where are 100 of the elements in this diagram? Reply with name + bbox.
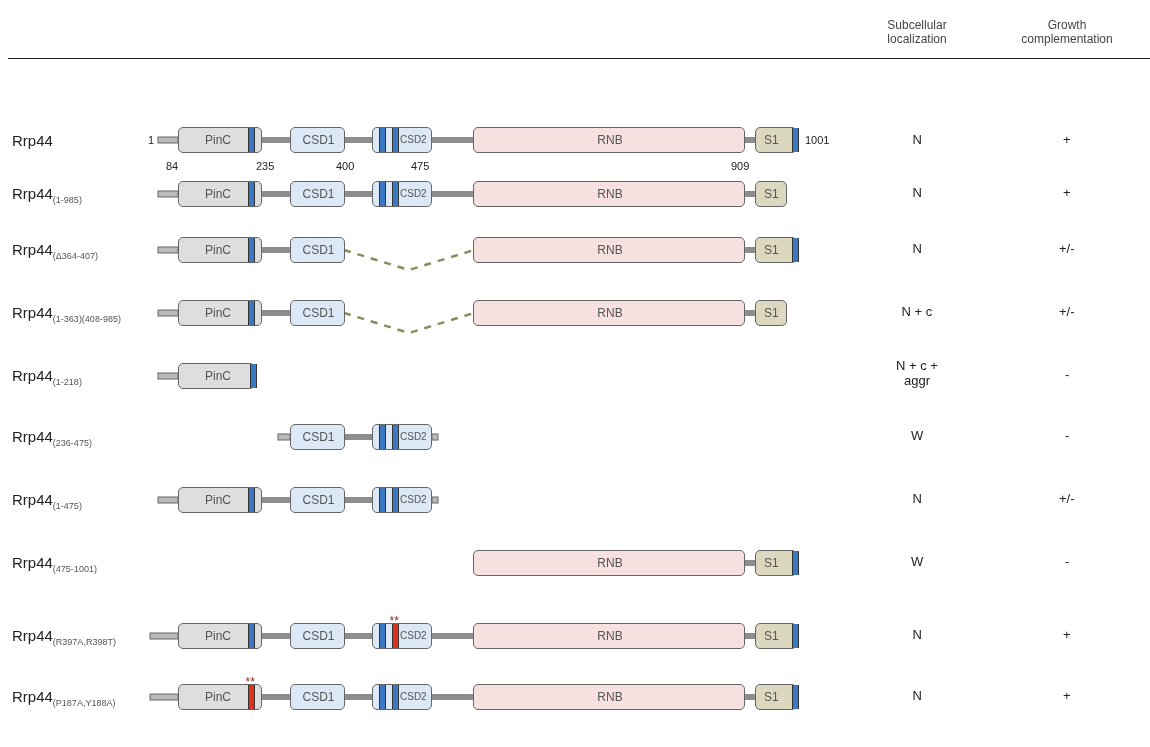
mutation-asterisks: ** [389, 614, 399, 628]
linker-line [261, 310, 291, 316]
table-cell: - [1065, 367, 1070, 382]
domain-label: PinC [205, 133, 231, 147]
domain-box [372, 684, 432, 710]
domain-label: CSD2 [400, 494, 427, 505]
table-cell: N [912, 241, 922, 256]
domain-box [755, 300, 787, 326]
linker-line [344, 434, 373, 440]
table-cell: N [912, 688, 922, 703]
linker-line [261, 247, 291, 253]
linker-line [261, 633, 291, 639]
residue-number: 1 [148, 134, 155, 146]
domain-box [473, 127, 745, 153]
column-header: Growth complementation [1020, 18, 1114, 46]
domain-label: S1 [764, 187, 779, 201]
construct-name: Rrp44$_{(P187A,Y188A)}$ [12, 688, 116, 708]
domain-box [290, 684, 345, 710]
table-cell: +/- [1059, 241, 1075, 256]
domain-label: CSD1 [301, 133, 336, 147]
domain-label: PinC [205, 306, 231, 320]
domain-box [372, 127, 432, 153]
domain-box [473, 181, 745, 207]
domain-label: RNB [596, 243, 624, 257]
domain-box [473, 300, 745, 326]
domain-label: CSD1 [301, 306, 336, 320]
domain-box [290, 181, 345, 207]
domain-box [372, 623, 432, 649]
domain-label: PinC [205, 243, 231, 257]
domain-box [290, 623, 345, 649]
domain-box [178, 487, 262, 513]
linker-line [344, 694, 373, 700]
residue-number: 84 [166, 160, 179, 172]
domain-box [755, 237, 797, 263]
domain-box [290, 487, 345, 513]
residue-number: 235 [256, 160, 275, 172]
domain-box [755, 181, 787, 207]
construct-name: Rrp44 [12, 132, 53, 149]
domain-label: S1 [764, 629, 779, 643]
table-cell: + [1063, 185, 1071, 200]
domain-label: CSD1 [301, 493, 336, 507]
domain-box [178, 127, 262, 153]
domain-label: CSD1 [301, 187, 336, 201]
domain-box [290, 127, 345, 153]
domain-box [178, 237, 262, 263]
domain-label: RNB [596, 690, 624, 704]
construct-name: Rrp44$_{(Δ364-407)}$ [12, 241, 98, 261]
domain-label: CSD1 [301, 243, 336, 257]
linker-line [344, 497, 373, 503]
domain-box [372, 181, 432, 207]
table-cell: N [912, 132, 922, 147]
construct-name: Rrp44$_{(1-475)}$ [12, 491, 82, 511]
domain-label: S1 [764, 690, 779, 704]
domain-box [473, 684, 745, 710]
domain-label: RNB [596, 187, 624, 201]
domain-label: RNB [596, 629, 624, 643]
construct-name: Rrp44$_{(1-363)(408-985)}$ [12, 304, 121, 324]
column-header: Subcellular localization [886, 18, 948, 46]
domain-box [755, 623, 797, 649]
domain-label: PinC [205, 187, 231, 201]
domain-label: CSD2 [400, 134, 427, 145]
construct-name: Rrp44$_{(475-1001)}$ [12, 554, 97, 574]
domain-label: CSD2 [400, 431, 427, 442]
domain-box [178, 181, 262, 207]
domain-box [372, 487, 432, 513]
domain-label: CSD2 [400, 691, 427, 702]
domain-label: CSD2 [400, 188, 427, 199]
domain-box [178, 623, 262, 649]
domain-box [473, 550, 745, 576]
domain-box [178, 363, 255, 389]
linker-line [261, 497, 291, 503]
domain-box [178, 300, 262, 326]
linker-line [261, 191, 291, 197]
linker-line [431, 633, 474, 639]
table-cell: W [911, 554, 924, 569]
table-cell: N [912, 185, 922, 200]
domain-box [178, 684, 262, 710]
domain-box [755, 550, 797, 576]
linker-line [431, 137, 474, 143]
domain-box [290, 424, 345, 450]
table-cell: - [1065, 428, 1070, 443]
table-cell: + [1063, 132, 1071, 147]
construct-name: Rrp44$_{(R397A,R398T)}$ [12, 627, 116, 647]
domain-label: PinC [205, 493, 231, 507]
domain-label: PinC [205, 690, 231, 704]
table-cell: N [912, 491, 922, 506]
linker-line [344, 137, 373, 143]
domain-label: S1 [764, 556, 779, 570]
domain-label: CSD2 [400, 630, 427, 641]
linker-line [431, 694, 474, 700]
table-cell: + [1063, 627, 1071, 642]
domain-label: CSD1 [301, 430, 336, 444]
residue-number: 400 [336, 160, 355, 172]
construct-name: Rrp44$_{(1-985)}$ [12, 185, 82, 205]
domain-label: RNB [596, 306, 624, 320]
table-cell: +/- [1059, 491, 1075, 506]
table-cell: N [912, 627, 922, 642]
domain-box [372, 424, 432, 450]
domain-label: RNB [596, 556, 624, 570]
domain-box [290, 237, 345, 263]
